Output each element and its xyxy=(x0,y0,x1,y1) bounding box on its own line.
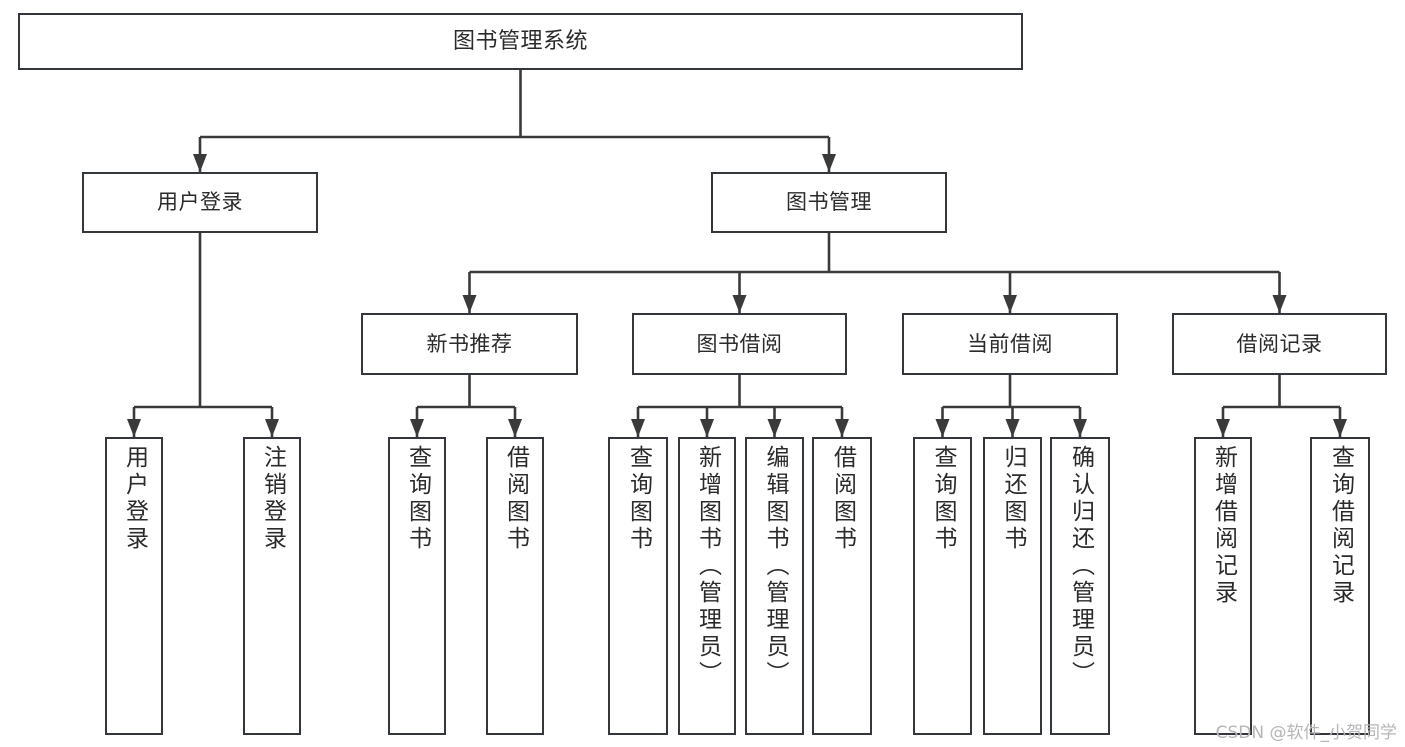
node-current-query-book[interactable]: 查询图书 xyxy=(913,437,972,735)
node-label-record-add: 新增借阅记录 xyxy=(1210,445,1237,607)
node-label-borrow-borrow-book: 借阅图书 xyxy=(829,445,856,553)
node-root[interactable]: 图书管理系统 xyxy=(18,13,1023,70)
arrowhead-icon xyxy=(508,419,522,437)
node-label-user-logout: 注销登录 xyxy=(259,445,286,553)
arrowhead-icon xyxy=(935,419,950,437)
node-label-new-book-recommend: 新书推荐 xyxy=(426,331,513,356)
node-current-confirm-return[interactable]: 确认归还（管理员） xyxy=(1050,437,1110,735)
arrowhead-icon xyxy=(127,419,141,437)
node-new-book-recommend[interactable]: 新书推荐 xyxy=(361,313,578,375)
arrowhead-icon xyxy=(410,419,424,437)
node-borrow-borrow-book[interactable]: 借阅图书 xyxy=(812,437,872,735)
node-borrow-edit-book[interactable]: 编辑图书（管理员） xyxy=(745,437,804,735)
node-borrow-records[interactable]: 借阅记录 xyxy=(1172,313,1387,375)
arrowhead-icon xyxy=(631,419,645,437)
node-user-login-do[interactable]: 用户登录 xyxy=(105,437,163,735)
node-current-borrow[interactable]: 当前借阅 xyxy=(902,313,1118,375)
node-label-book-management: 图书管理 xyxy=(786,190,872,215)
arrowhead-icon xyxy=(732,295,747,313)
node-label-current-query-book: 查询图书 xyxy=(930,445,956,553)
arrowhead-icon xyxy=(193,154,207,172)
node-label-borrow-add-book: 新增图书（管理员） xyxy=(694,445,721,688)
arrowhead-icon xyxy=(1073,419,1087,437)
node-label-user-login: 用户登录 xyxy=(157,190,243,215)
node-label-current-borrow: 当前借阅 xyxy=(967,331,1053,356)
node-borrow-add-book[interactable]: 新增图书（管理员） xyxy=(678,437,736,735)
arrowhead-icon xyxy=(822,154,836,172)
node-label-record-query: 查询借阅记录 xyxy=(1327,445,1354,607)
node-user-logout[interactable]: 注销登录 xyxy=(243,437,301,735)
arrowhead-icon xyxy=(1005,419,1020,437)
arrowhead-icon xyxy=(1333,419,1347,437)
csdn-watermark: CSDN @软件_小贺同学 xyxy=(1215,723,1397,743)
node-record-add[interactable]: 新增借阅记录 xyxy=(1194,437,1252,735)
arrowhead-icon xyxy=(767,419,782,437)
node-book-management[interactable]: 图书管理 xyxy=(711,172,947,233)
node-label-recommend-query-book: 查询图书 xyxy=(404,445,431,553)
node-label-borrow-query-book: 查询图书 xyxy=(625,445,652,553)
arrowhead-icon xyxy=(462,295,477,313)
node-label-root: 图书管理系统 xyxy=(452,28,588,54)
node-label-borrow-edit-book: 编辑图书（管理员） xyxy=(762,445,788,688)
arrowhead-icon xyxy=(1216,419,1230,437)
arrowhead-icon xyxy=(700,419,714,437)
node-recommend-borrow-book[interactable]: 借阅图书 xyxy=(486,437,544,735)
node-recommend-query-book[interactable]: 查询图书 xyxy=(388,437,446,735)
node-label-current-return-book: 归还图书 xyxy=(1000,445,1026,553)
node-current-return-book[interactable]: 归还图书 xyxy=(983,437,1042,735)
arrowhead-icon xyxy=(1003,295,1017,313)
node-label-recommend-borrow-book: 借阅图书 xyxy=(502,445,529,553)
node-borrow-query-book[interactable]: 查询图书 xyxy=(608,437,668,735)
node-label-user-login-do: 用户登录 xyxy=(121,445,148,553)
node-record-query[interactable]: 查询借阅记录 xyxy=(1310,437,1370,735)
node-user-login[interactable]: 用户登录 xyxy=(82,172,318,233)
node-label-current-confirm-return: 确认归还（管理员） xyxy=(1067,445,1094,688)
arrowhead-icon xyxy=(835,419,849,437)
arrowhead-icon xyxy=(1272,295,1287,313)
arrowhead-icon xyxy=(265,419,279,437)
node-book-borrow[interactable]: 图书借阅 xyxy=(632,313,847,375)
node-label-borrow-records: 借阅记录 xyxy=(1236,331,1323,356)
node-label-book-borrow: 图书借阅 xyxy=(696,331,783,356)
